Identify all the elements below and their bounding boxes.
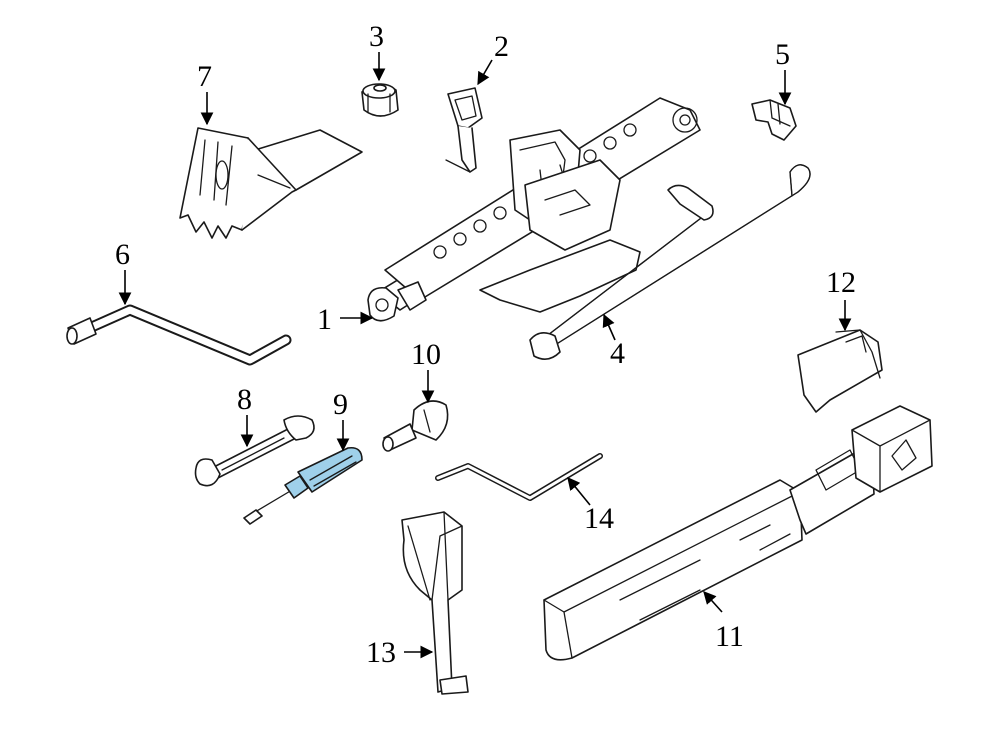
wing-nut-icon [361, 83, 399, 117]
callout-labels: 1 2 3 4 5 6 7 8 9 10 11 12 13 14 [115, 20, 856, 669]
callout-14: 14 [584, 502, 614, 535]
callout-13: 13 [366, 636, 396, 669]
scissor-jack-icon [367, 97, 701, 322]
callout-3: 3 [369, 20, 384, 53]
callout-12: 12 [826, 266, 856, 299]
bracket-icon [445, 87, 483, 173]
leader-lines [118, 52, 852, 659]
leader-2 [477, 59, 493, 86]
leader-14 [567, 477, 591, 506]
callout-2: 2 [494, 30, 509, 63]
open-end-wrench-icon [194, 415, 315, 487]
wheel-chock-icon [179, 127, 363, 239]
callout-1: 1 [317, 303, 332, 336]
clip-icon [751, 99, 797, 141]
callout-8: 8 [237, 383, 252, 416]
bracket-icon [401, 511, 469, 695]
callout-6: 6 [115, 238, 130, 271]
holder-icon [797, 329, 883, 413]
callout-11: 11 [715, 620, 744, 653]
jack-handle-icon [529, 164, 811, 360]
leader-11 [703, 591, 723, 613]
rod-icon [435, 453, 603, 501]
callout-9: 9 [333, 388, 348, 421]
lug-wrench-icon [66, 304, 292, 366]
callout-4: 4 [610, 337, 625, 370]
screwdriver-icon [243, 446, 363, 525]
callout-5: 5 [775, 38, 790, 71]
callout-10: 10 [411, 338, 441, 371]
callout-7: 7 [197, 60, 212, 93]
storage-bag-icon [543, 405, 933, 661]
knob-icon [382, 400, 449, 452]
leader-4 [602, 313, 616, 341]
